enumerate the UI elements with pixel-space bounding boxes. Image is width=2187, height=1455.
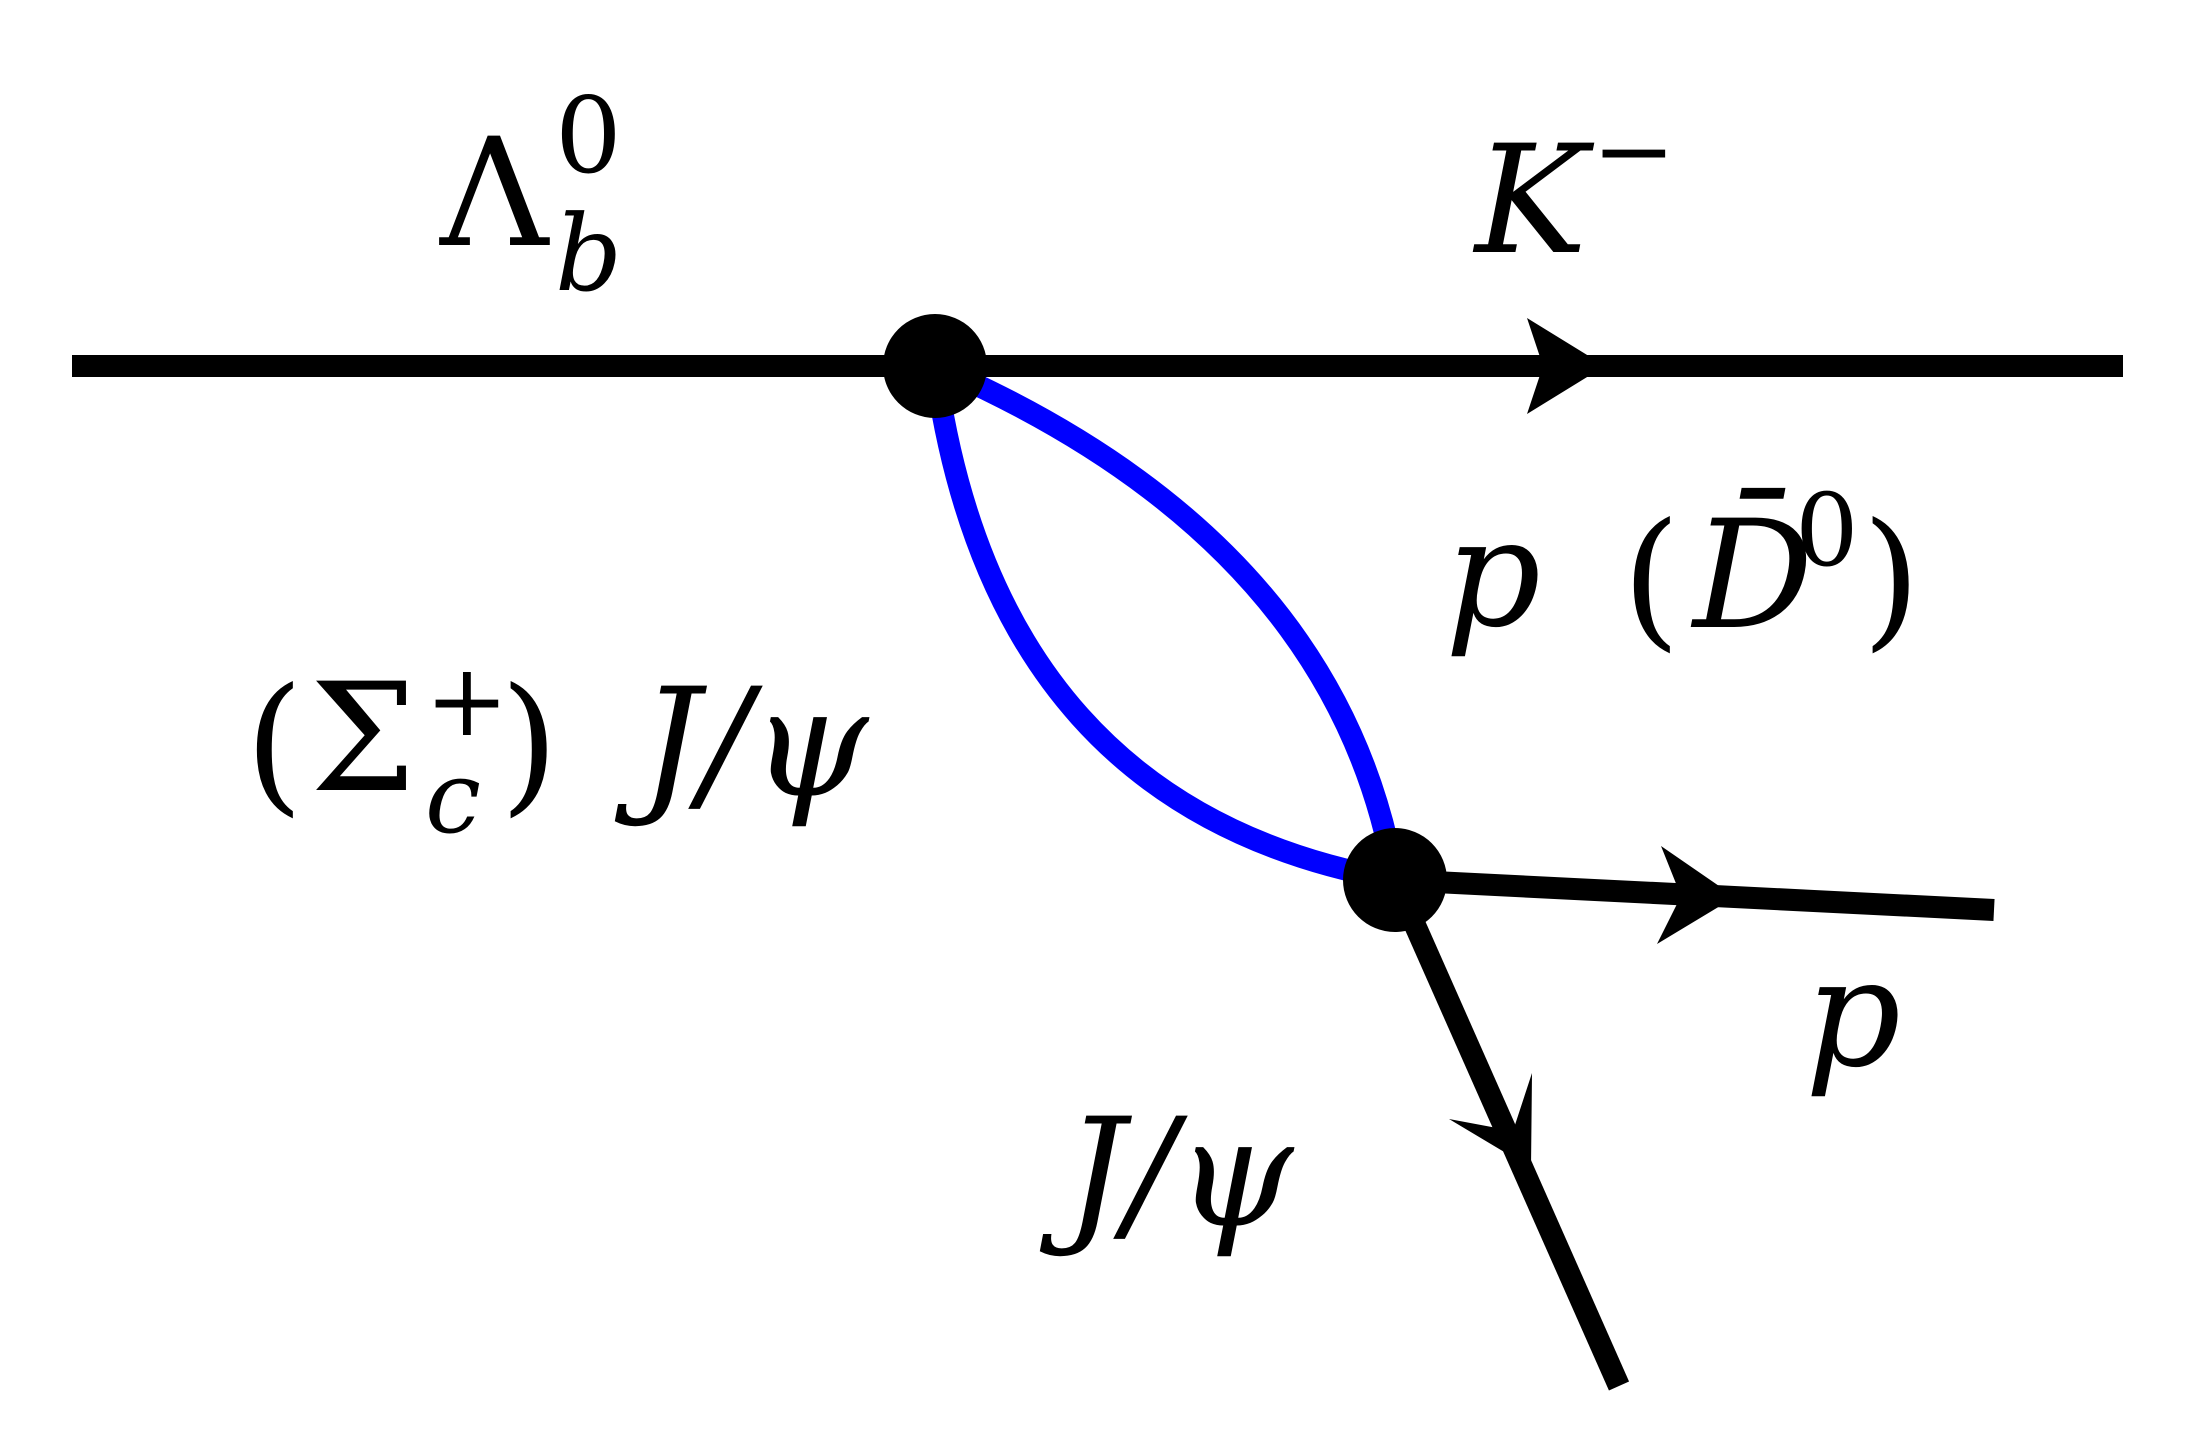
label-kaon: K xyxy=(1472,114,1595,288)
label-sigma-sub: c xyxy=(425,739,481,856)
label-sigma: Σ xyxy=(310,652,416,826)
label-loop-jpsi: J/ψ xyxy=(614,657,870,831)
label-loop-proton: p xyxy=(1445,487,1541,661)
label-final-jpsi: J/ψ xyxy=(1039,1087,1295,1261)
loop-lower-propagator xyxy=(924,364,1397,891)
label-paren-close-d: ) xyxy=(1862,492,1921,666)
loop-upper-propagator xyxy=(930,355,1406,882)
proton-arrow-icon xyxy=(1657,846,1735,944)
jpsi-arrow-icon xyxy=(1449,1073,1532,1168)
label-d-bar: D̄ xyxy=(1690,488,1813,663)
label-d-bar-sup: 0 xyxy=(1795,472,1859,589)
label-paren-open-sigma: ( xyxy=(245,657,304,831)
label-paren-close-sigma: ) xyxy=(500,657,559,831)
vertex-weak-decay xyxy=(883,314,987,418)
label-lambda-b: Λ xyxy=(439,107,550,281)
label-lambda-b-sub: b xyxy=(555,193,622,315)
vertex-rescattering xyxy=(1343,828,1447,932)
label-sigma-sup: + xyxy=(425,642,509,759)
kaon-arrow-icon xyxy=(1527,318,1605,414)
label-kaon-sup: − xyxy=(1592,92,1676,209)
label-lambda-b-sup: 0 xyxy=(555,75,622,197)
label-final-proton: p xyxy=(1805,927,1901,1101)
label-paren-open-d: ( xyxy=(1622,492,1681,666)
